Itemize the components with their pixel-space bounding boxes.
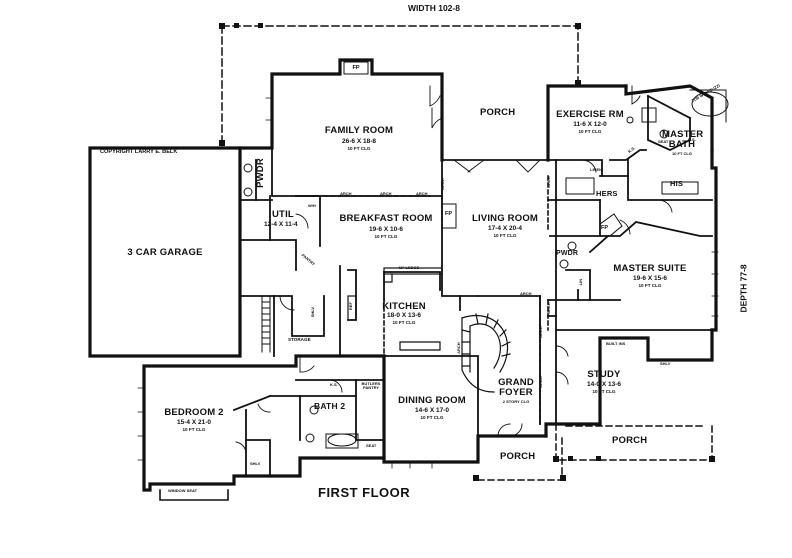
- arch-foyer-1: ARCH: [455, 342, 461, 354]
- grand-foyer-ceiling: 2 STORY CLG: [502, 399, 530, 404]
- garage-label: 3 CAR GARAGE: [127, 247, 203, 258]
- fireplace-master: FP: [601, 225, 609, 231]
- exercise-room-size: 11-6 X 12-0: [573, 121, 607, 128]
- master-suite-size: 19-6 X 15-6: [633, 275, 667, 282]
- fireplace-living: FP: [445, 211, 453, 217]
- floor-title: FIRST FLOOR: [318, 485, 411, 500]
- door-swings: [235, 85, 673, 453]
- wh-label: W/H: [308, 203, 316, 208]
- master-bath-ceiling: 10 FT CLG: [671, 151, 692, 156]
- study-size: 14-0 X 13-6: [587, 381, 621, 388]
- shlv-storage: SHLV: [309, 306, 315, 318]
- powder-left-label: PWDR: [255, 158, 267, 188]
- utility-size: 12-4 X 11-4: [264, 221, 298, 228]
- dining-room-size: 14-6 X 17-0: [415, 407, 449, 414]
- front-porch-label: PORCH: [500, 451, 536, 462]
- window-seat-label: WINDOW SEAT: [168, 488, 198, 493]
- butlers-pantry-label: BUTLERS PANTRY: [361, 381, 381, 391]
- living-room-size: 17-4 X 20-4: [488, 225, 522, 232]
- seat-bath: SEAT: [658, 139, 669, 144]
- fireplace-family: FP: [352, 65, 360, 71]
- master-suite-label: MASTER SUITE: [613, 263, 687, 274]
- kitchen-ceiling: 10 FT CLG: [392, 320, 416, 325]
- arch-2: ARCH: [380, 191, 392, 196]
- his-closet-label: HIS: [670, 179, 684, 188]
- rear-porch-label: PORCH: [480, 107, 516, 118]
- linen-label: LINEN: [590, 167, 602, 172]
- shlv-bedroom: SHLV: [250, 461, 261, 466]
- kitchen-label: KITCHEN: [382, 301, 426, 312]
- porch-posts-rear: [219, 23, 581, 146]
- bedroom2-size: 15-4 X 21-0: [177, 419, 211, 426]
- dining-room-label: DINING ROOM: [398, 395, 466, 406]
- depth-label: DEPTH 77-8: [738, 264, 749, 313]
- arch-master: ARCH: [545, 302, 551, 314]
- bedroom2-ceiling: 10 FT CLG: [182, 427, 206, 432]
- utility-label: UTIL: [272, 209, 294, 220]
- dining-room-ceiling: 10 FT CLG: [420, 415, 444, 420]
- breakfast-room-label: BREAKFAST ROOM: [339, 213, 433, 224]
- ks-bath: K.S.: [688, 137, 696, 142]
- kitchen-size: 18-0 X 13-6: [387, 312, 421, 319]
- window-marks: [137, 97, 719, 469]
- storage-label: STORAGE: [288, 337, 311, 342]
- built-ins-label: BUILT INS: [606, 341, 626, 346]
- fixtures: [243, 61, 729, 449]
- width-label: WIDTH 102-8: [408, 3, 460, 13]
- master-suite-ceiling: 10 FT CLG: [638, 283, 662, 288]
- breakfast-room-size: 19-6 X 10-6: [369, 226, 403, 233]
- window-seat-bay: [159, 489, 229, 501]
- side-porch-label: PORCH: [612, 435, 648, 446]
- study-label: STUDY: [587, 369, 621, 380]
- porch-posts-front: [473, 456, 715, 481]
- powder-right-label: PWDR: [556, 250, 579, 257]
- family-room-ceiling: 10 FT CLG: [347, 146, 371, 151]
- exercise-room-label: EXERCISE RM: [556, 109, 624, 120]
- grand-foyer-label: GRAND FOYER: [498, 377, 534, 398]
- arch-foyer-2: ARCH: [537, 326, 543, 338]
- breakfast-room-ceiling: 10 FT CLG: [374, 234, 398, 239]
- living-room-ceiling: 10 FT CLG: [493, 233, 517, 238]
- arch-1: ARCH: [340, 191, 352, 196]
- bedroom2-label: BEDROOM 2: [164, 407, 224, 418]
- arch-foyer-top: ARCH: [520, 291, 532, 296]
- hers-closet-label: HERS: [596, 189, 618, 198]
- arch-living-1: ARCH: [439, 178, 445, 190]
- arch-living-2: ARCH: [545, 176, 551, 188]
- exterior-walls: [88, 58, 718, 492]
- shlv-study: SHLV: [660, 361, 671, 366]
- family-room-label: FAMILY ROOM: [324, 125, 394, 136]
- exercise-room-ceiling: 10 FT CLG: [578, 129, 602, 134]
- family-room-size: 26-6 X 18-8: [342, 138, 376, 145]
- study-ceiling: 10 FT CLG: [592, 389, 616, 394]
- copyright-text: COPYRIGHT LARRY E. BELK: [100, 149, 178, 155]
- bath2-label: BATH 2: [314, 401, 346, 411]
- ref-label: REF: [347, 302, 353, 311]
- arch-3: ARCH: [416, 191, 428, 196]
- arch-openings: [295, 175, 549, 425]
- ks-bath2: K.S.: [330, 382, 338, 387]
- ledge-label: 42" LEDGE: [398, 265, 420, 270]
- living-room-label: LIVING ROOM: [471, 213, 539, 224]
- arch-foyer-3: ARCH: [537, 376, 543, 388]
- kitchen-counters: [347, 267, 443, 351]
- stair: [239, 295, 271, 353]
- lin-label: LIN: [577, 278, 583, 286]
- master-bath-label: MASTER BATH: [662, 129, 704, 150]
- seat-bath2: SEAT: [366, 443, 377, 448]
- grand-stair: [461, 313, 511, 393]
